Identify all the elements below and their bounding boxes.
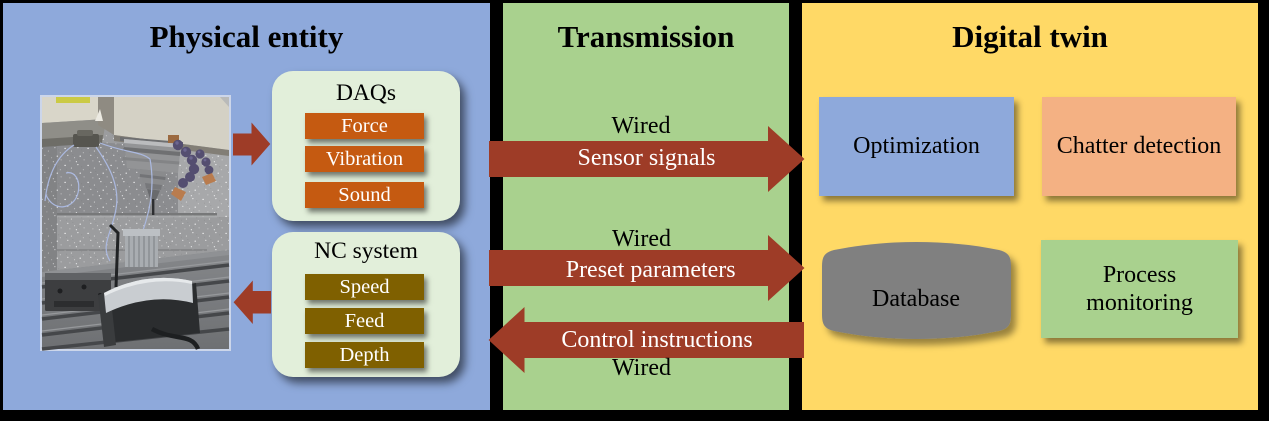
svg-text:Database: Database — [872, 286, 960, 312]
